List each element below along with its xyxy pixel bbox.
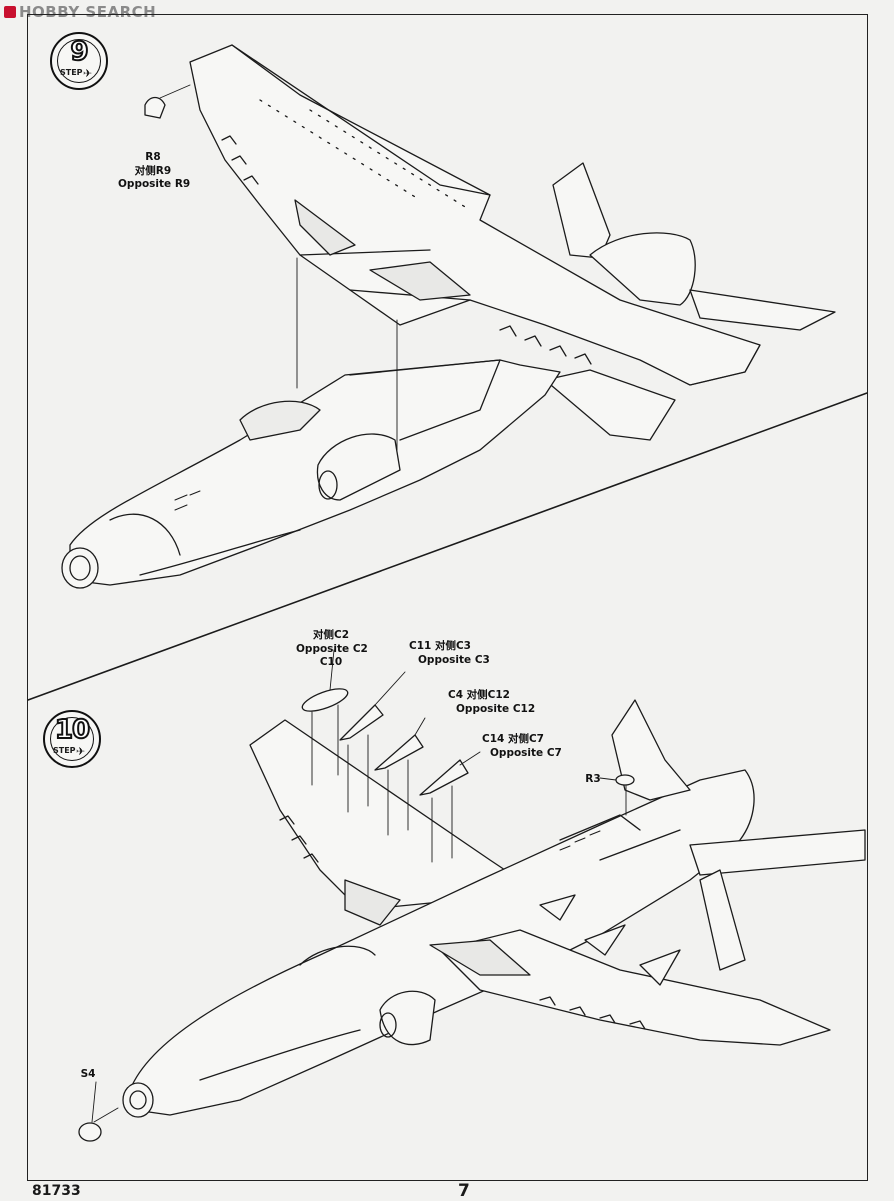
step9-tail [544,162,836,441]
part-c4 [374,734,424,771]
callout-s4: S4 [80,1068,96,1080]
airplane-icon: ✈ [83,67,93,80]
part-c14 [419,759,469,796]
page-number: 7 [458,1181,470,1201]
step-badge-ring [50,717,94,761]
part-s4 [78,1122,102,1142]
step-divider [27,392,868,701]
page-frame [27,14,868,1181]
part-r3 [615,774,635,786]
step-10-badge: 10 STEP ✈ [43,710,101,768]
callout-c4-c12: C4 对侧C12 Opposite C12 [448,689,536,715]
step-number: 9 [69,36,89,68]
part-c10 [301,688,349,712]
step9-guide-lines [296,257,398,451]
watermark: HOBBY SEARCH [4,3,156,21]
step-number: 10 [54,714,91,746]
step10-aircraft [122,699,866,1118]
callout-c2-c10: 对侧C2 Opposite C2 C10 [296,629,368,668]
hobby-search-logo-icon [4,6,16,18]
callout-c11-c3: C11 对侧C3 Opposite C3 [409,640,490,666]
step9-fuselage [61,359,561,589]
callout-r3: R3 [585,773,601,785]
part-c11 [339,704,384,741]
step-badge-ring [57,39,101,83]
step-9-badge: 9 STEP ✈ [50,32,108,90]
step10-guide-lines [91,649,627,1123]
step9-wing [189,44,761,386]
step-label: STEP [53,746,76,755]
callout-r8: R8 对侧R9 Opposite R9 [118,151,191,190]
airplane-icon: ✈ [76,745,86,758]
part-r8 [144,96,166,119]
callout-c14-c7: C14 对侧C7 Opposite C7 [482,733,562,759]
step-label: STEP [60,68,83,77]
product-code: 81733 [32,1183,81,1199]
